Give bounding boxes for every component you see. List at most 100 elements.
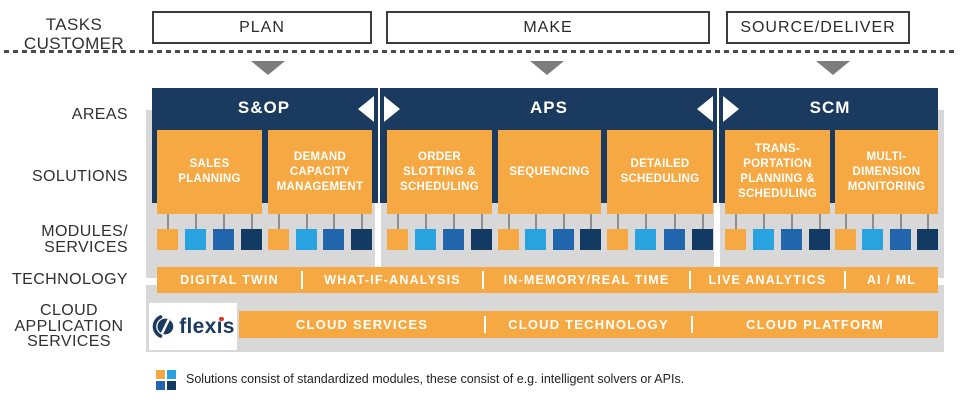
module-square xyxy=(781,229,802,250)
module-connector-line xyxy=(927,214,929,229)
module-connector-line xyxy=(674,214,676,229)
module-connector-line xyxy=(763,214,765,229)
module-connector-line xyxy=(306,214,308,229)
row-label-technology: TECHNOLOGY xyxy=(11,271,128,288)
down-arrow-icon xyxy=(530,61,564,75)
module-connector-line xyxy=(453,214,455,229)
module-square xyxy=(296,229,317,250)
module-square xyxy=(323,229,344,250)
module-connector-line xyxy=(590,214,592,229)
module-connector-line xyxy=(278,214,280,229)
row-label-modules-services: MODULES/ SERVICES xyxy=(0,224,128,256)
module-square xyxy=(268,229,289,250)
row-label-cloud-line1: CLOUD xyxy=(39,302,98,319)
modules-legend-icon xyxy=(156,370,176,390)
solution-box: ORDER SLOTTING & SCHEDULING xyxy=(387,130,492,214)
module-connector-line xyxy=(872,214,874,229)
module-square xyxy=(443,229,464,250)
module-square xyxy=(185,229,206,250)
row-label-cloud-application-services: CLOUD APPLICATION SERVICES xyxy=(8,303,130,350)
footnote-text: Solutions consist of standardized module… xyxy=(186,372,685,386)
row-label-cloud-line3: SERVICES xyxy=(27,333,111,350)
solution-box: SALES PLANNING xyxy=(157,130,262,214)
module-square xyxy=(890,229,911,250)
module-square xyxy=(725,229,746,250)
module-square xyxy=(607,229,628,250)
module-square xyxy=(471,229,492,250)
module-square xyxy=(835,229,856,250)
area-title-sop: S&OP xyxy=(237,98,291,117)
row-label-modules-line1: MODULES/ xyxy=(41,223,128,240)
chevron-left-icon xyxy=(358,96,374,122)
module-square xyxy=(635,229,656,250)
legend-square xyxy=(156,370,165,379)
legend-square xyxy=(167,370,176,379)
row-label-tasks-line1: TASKS xyxy=(45,15,103,34)
technology-segment: LIVE ANALYTICS xyxy=(690,267,846,293)
solution-box: DEMAND CAPACITY MANAGEMENT xyxy=(268,130,372,214)
module-square xyxy=(753,229,774,250)
chevron-left-icon xyxy=(697,96,713,122)
module-connector-line xyxy=(535,214,537,229)
task-box-source-deliver: SOURCE/DELIVER xyxy=(726,11,910,44)
module-square xyxy=(692,229,713,250)
area-divider-line xyxy=(717,88,719,203)
technology-segment: AI / ML xyxy=(866,273,917,287)
row-label-areas: AREAS xyxy=(71,106,128,123)
module-square xyxy=(580,229,601,250)
row-label-modules-line2: SERVICES xyxy=(44,239,128,256)
area-title-aps: APS xyxy=(530,98,568,117)
module-connector-line xyxy=(845,214,847,229)
row-label-tasks-customer: TASKS CUSTOMER xyxy=(18,15,130,53)
chevron-right-icon xyxy=(723,96,739,122)
module-connector-line xyxy=(425,214,427,229)
module-square xyxy=(862,229,883,250)
module-connector-line xyxy=(251,214,253,229)
down-arrow-icon xyxy=(251,61,285,75)
module-square xyxy=(917,229,938,250)
technology-segment: DIGITAL TWIN xyxy=(157,267,303,293)
area-title-scm: SCM xyxy=(809,98,851,117)
task-box-make: MAKE xyxy=(386,11,710,44)
module-square xyxy=(664,229,685,250)
module-square xyxy=(809,229,830,250)
module-square xyxy=(553,229,574,250)
module-connector-line xyxy=(508,214,510,229)
module-connector-line xyxy=(333,214,335,229)
module-connector-line xyxy=(702,214,704,229)
solution-box: MULTI- DIMENSION MONITORING xyxy=(835,130,938,214)
row-label-solutions: SOLUTIONS xyxy=(31,168,128,185)
module-connector-line xyxy=(819,214,821,229)
module-square xyxy=(387,229,408,250)
module-square xyxy=(213,229,234,250)
module-connector-line xyxy=(397,214,399,229)
module-square xyxy=(498,229,519,250)
task-box-plan: PLAN xyxy=(152,11,372,44)
module-connector-line xyxy=(645,214,647,229)
area-divider xyxy=(375,203,381,278)
module-connector-line xyxy=(617,214,619,229)
module-connector-line xyxy=(563,214,565,229)
module-square xyxy=(351,229,372,250)
flexis-logo-red-dot xyxy=(219,316,224,321)
module-square xyxy=(525,229,546,250)
flexis-logo: flexıs xyxy=(149,303,237,350)
module-connector-line xyxy=(900,214,902,229)
area-divider-line xyxy=(378,88,380,203)
legend-square xyxy=(156,381,165,390)
flexis-logo-icon xyxy=(153,315,174,338)
module-square xyxy=(241,229,262,250)
module-connector-line xyxy=(195,214,197,229)
flexis-logo-text: flexıs xyxy=(179,314,235,338)
down-arrow-icon xyxy=(816,61,850,75)
solution-box: SEQUENCING xyxy=(498,130,601,214)
technology-segment: IN-MEMORY/REAL TIME xyxy=(483,267,691,293)
cloud-segment: CLOUD SERVICES xyxy=(239,311,486,338)
area-divider xyxy=(714,203,720,278)
module-square xyxy=(157,229,178,250)
technology-segment: WHAT-IF-ANALYSIS xyxy=(302,267,484,293)
module-connector-line xyxy=(791,214,793,229)
module-square xyxy=(415,229,436,250)
